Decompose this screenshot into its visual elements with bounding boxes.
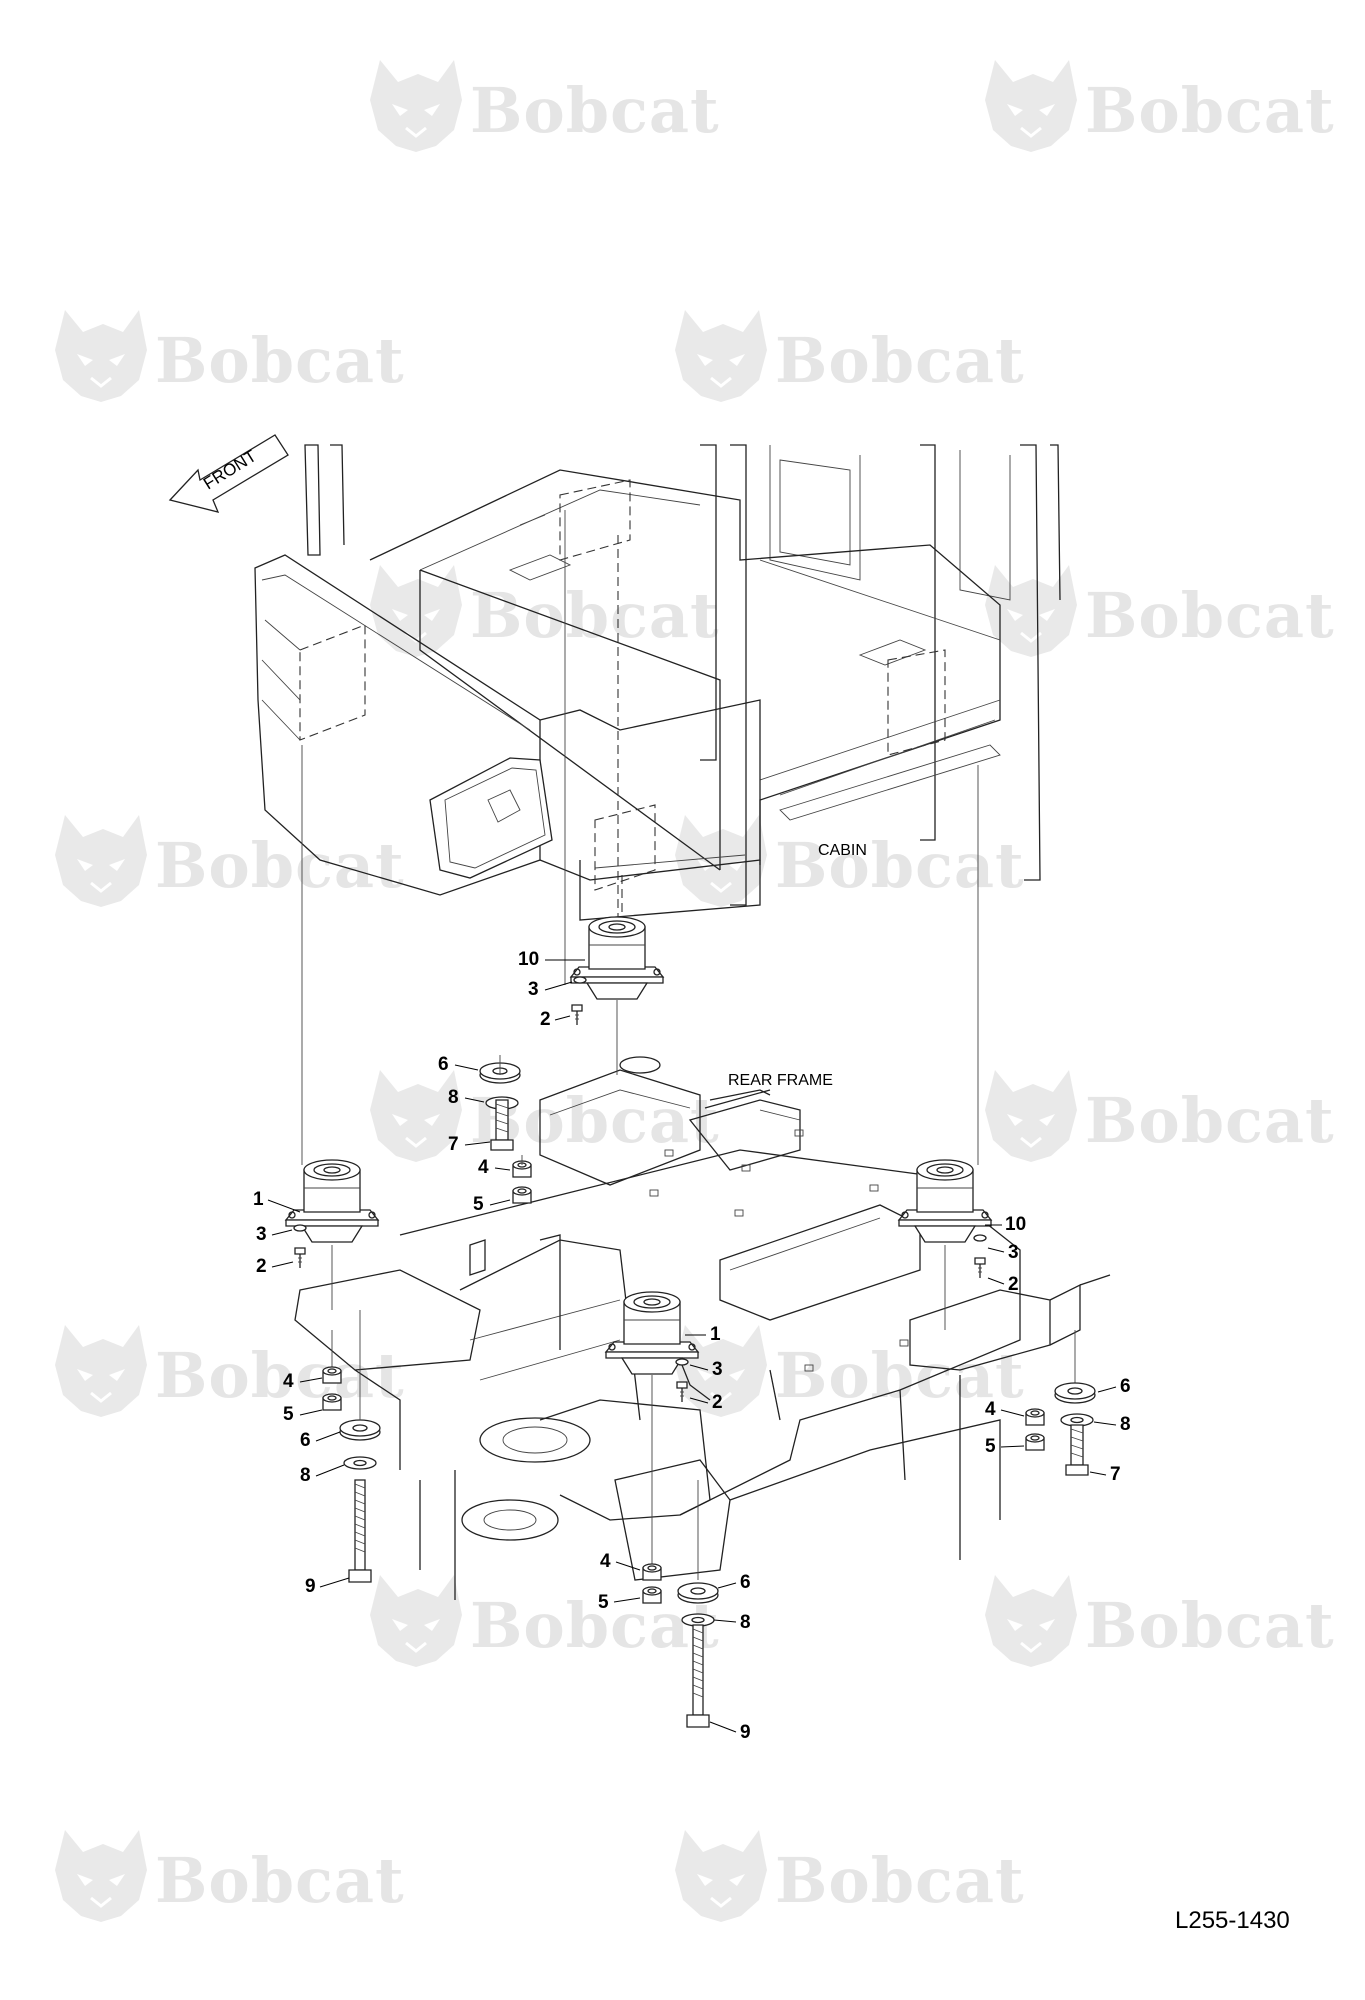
watermark-registered: ® xyxy=(975,371,987,385)
cab-mount-right: 10 3 2 xyxy=(898,1159,1026,1330)
callout-5: 5 xyxy=(985,1436,996,1457)
watermark-text: Bobcat xyxy=(775,829,1025,902)
callout-2: 2 xyxy=(712,1392,723,1413)
watermark-registered: ® xyxy=(670,1636,682,1650)
cab-mount-left: 1 3 2 xyxy=(253,1159,379,1310)
bobcat-logo-icon xyxy=(983,1068,1079,1164)
bobcat-logo-icon xyxy=(53,308,149,404)
callout-7: 7 xyxy=(448,1134,459,1155)
watermark-registered: ® xyxy=(975,1891,987,1905)
front-direction-arrow: FRONT xyxy=(168,434,289,513)
cabin-label: CABIN xyxy=(818,842,867,859)
watermark-row-1: Bobcat ® xyxy=(368,58,720,154)
watermark-registered: ® xyxy=(670,1131,682,1145)
top-mount-callouts: 10 3 2 xyxy=(518,949,585,1030)
callout-1: 1 xyxy=(710,1324,721,1345)
watermark-registered: ® xyxy=(1285,626,1297,640)
document-id: L255-1430 xyxy=(1175,1907,1290,1934)
callout-5: 5 xyxy=(598,1592,609,1613)
cabin-assembly: CABIN xyxy=(254,444,1061,921)
callout-8: 8 xyxy=(448,1087,459,1108)
watermark-registered: ® xyxy=(1285,1131,1297,1145)
callout-6: 6 xyxy=(438,1054,449,1075)
watermark-text: Bobcat xyxy=(470,1589,720,1662)
watermark-registered: ® xyxy=(975,876,987,890)
callout-1: 1 xyxy=(253,1189,264,1210)
watermark-text: Bobcat xyxy=(470,579,720,652)
watermark-text: Bobcat xyxy=(775,1339,1025,1412)
callout-8: 8 xyxy=(1120,1414,1131,1435)
callout-6: 6 xyxy=(300,1430,311,1451)
bobcat-logo-icon xyxy=(368,58,464,154)
callout-4: 4 xyxy=(283,1371,294,1392)
watermark-registered: ® xyxy=(975,1386,987,1400)
bobcat-logo-icon xyxy=(983,563,1079,659)
bobcat-logo-icon xyxy=(368,1573,464,1669)
rear-frame-label: REAR FRAME xyxy=(728,1072,833,1089)
watermark-registered: ® xyxy=(355,876,367,890)
watermark-text: Bobcat xyxy=(1085,1589,1335,1662)
bobcat-logo-icon xyxy=(53,1828,149,1924)
callout-9: 9 xyxy=(740,1722,751,1743)
watermark-registered: ® xyxy=(355,371,367,385)
watermark-text: Bobcat xyxy=(155,829,405,902)
callout-2: 2 xyxy=(1008,1274,1019,1295)
callout-10: 10 xyxy=(1005,1214,1026,1235)
bobcat-logo-icon xyxy=(983,58,1079,154)
watermark-registered: ® xyxy=(1285,121,1297,135)
watermark-text: Bobcat xyxy=(470,74,720,147)
callout-8: 8 xyxy=(740,1612,751,1633)
watermark-text: Bobcat xyxy=(1085,579,1335,652)
watermark-text: Bobcat xyxy=(1085,74,1335,147)
top-fastener-stack: 6 8 7 4 5 xyxy=(438,1054,532,1215)
callout-3: 3 xyxy=(256,1224,267,1245)
callout-6: 6 xyxy=(1120,1376,1131,1397)
watermark-text: Bobcat xyxy=(155,1339,405,1412)
callout-2: 2 xyxy=(540,1009,551,1030)
callout-4: 4 xyxy=(985,1399,996,1420)
watermark-registered: ® xyxy=(1285,1636,1297,1650)
bobcat-logo-icon xyxy=(673,1828,769,1924)
alignment-lines xyxy=(301,510,979,1165)
callout-5: 5 xyxy=(283,1404,294,1425)
callout-5: 5 xyxy=(473,1194,484,1215)
watermark-registered: ® xyxy=(670,626,682,640)
callout-3: 3 xyxy=(528,979,539,1000)
watermark-layer: Bobcat ® Bobcat ® Bobcat ® Bobcat ® Bobc… xyxy=(53,58,1335,1924)
callout-8: 8 xyxy=(300,1465,311,1486)
center-fastener-stack: 4 5 6 8 9 xyxy=(598,1480,751,1743)
callout-2: 2 xyxy=(256,1256,267,1277)
callout-7: 7 xyxy=(1110,1464,1121,1485)
watermark-text: Bobcat xyxy=(775,324,1025,397)
cab-mount-top: 10 3 2 xyxy=(518,916,664,1075)
callout-4: 4 xyxy=(600,1551,611,1572)
bobcat-logo-icon xyxy=(53,813,149,909)
watermark-registered: ® xyxy=(355,1891,367,1905)
callout-10: 10 xyxy=(518,949,539,970)
bobcat-logo-icon xyxy=(53,1323,149,1419)
bobcat-logo-icon xyxy=(983,1573,1079,1669)
rear-frame-assembly: REAR FRAME xyxy=(294,1056,1111,1600)
callout-3: 3 xyxy=(712,1359,723,1380)
right-fastener-stack: 6 8 7 4 5 xyxy=(985,1330,1131,1485)
cab-mount-center: 1 3 2 xyxy=(605,1291,723,1580)
watermark-text: Bobcat xyxy=(775,1844,1025,1917)
callout-3: 3 xyxy=(1008,1242,1019,1263)
callout-4: 4 xyxy=(478,1157,489,1178)
watermark-registered: ® xyxy=(670,121,682,135)
callout-6: 6 xyxy=(740,1572,751,1593)
watermark-registered: ® xyxy=(355,1386,367,1400)
watermark-text: Bobcat xyxy=(155,324,405,397)
bobcat-logo-icon xyxy=(673,308,769,404)
left-fastener-stack: 4 5 6 8 9 xyxy=(283,1310,381,1597)
bobcat-logo-icon xyxy=(368,563,464,659)
watermark-text: Bobcat xyxy=(1085,1084,1335,1157)
callout-9: 9 xyxy=(305,1576,316,1597)
watermark-text: Bobcat xyxy=(155,1844,405,1917)
